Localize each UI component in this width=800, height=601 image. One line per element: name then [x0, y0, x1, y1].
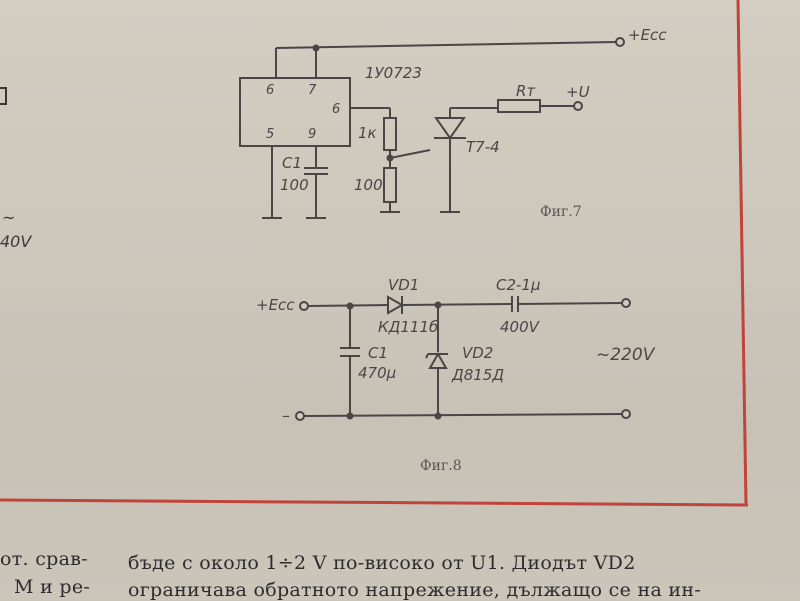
- ic-box: [239, 77, 351, 147]
- vcc-label-fig8: +Ecc: [256, 296, 295, 314]
- c1-name-fig8: C1: [368, 344, 388, 362]
- r1-label: 1к: [358, 124, 377, 142]
- vcc-label-fig7: +Ecc: [628, 26, 667, 44]
- pin-6-top-label: 6: [266, 83, 274, 98]
- pin-6-right-label: 6: [332, 102, 340, 117]
- vd1-label: VD1: [388, 276, 419, 294]
- margin-square-mark: [0, 87, 7, 105]
- vd2-zener: [428, 351, 448, 369]
- vd2-type-label: Д815Д: [451, 366, 504, 384]
- ac-terminal-bottom: [621, 409, 631, 419]
- minus-label: –: [282, 406, 290, 425]
- plus-u-terminal: [573, 101, 583, 111]
- left-column-line-1: от. срав-: [0, 548, 88, 570]
- c1-value-fig8: 470μ: [358, 364, 396, 382]
- right-column-line-1: бъде с около 1÷2 V по-високо от U1. Диод…: [128, 552, 636, 574]
- vd2-label: VD2: [462, 344, 493, 362]
- pin-7-label: 7: [308, 83, 317, 98]
- vd1-type-label: КД111б: [378, 318, 438, 336]
- pin-5-label: 5: [266, 127, 274, 142]
- c1-value-fig7: 100: [280, 176, 309, 194]
- figure-7: [239, 37, 625, 219]
- resistor-rt: [497, 99, 541, 113]
- plus-u-label: +U: [566, 83, 590, 101]
- red-frame-right: [736, 0, 748, 506]
- vd1-diode: [387, 295, 405, 315]
- thyristor-label: T7-4: [466, 138, 500, 156]
- left-margin-fragment-2: 40V: [0, 232, 32, 251]
- c1-name-fig7: C1: [282, 154, 302, 172]
- fig8-caption: Фиг.8: [420, 458, 462, 474]
- c2-label: C2-1μ: [496, 276, 541, 294]
- ac-terminal-top: [621, 298, 631, 308]
- figure-8: [295, 295, 631, 421]
- red-frame-bottom: [0, 498, 749, 507]
- thyristor-symbol: [434, 117, 466, 140]
- mains-voltage-label: ~220V: [596, 345, 656, 365]
- fig7-caption: Фиг.7: [540, 204, 582, 220]
- left-margin-fragment-1: ~: [2, 208, 16, 227]
- vcc-terminal-fig8: [299, 301, 309, 311]
- pin-9-label: 9: [308, 127, 316, 142]
- minus-terminal: [295, 411, 305, 421]
- resistor-1k: [383, 117, 397, 151]
- ic-label: 1У0723: [365, 64, 422, 82]
- left-column-line-2: M и ре-: [14, 576, 91, 598]
- rt-label: Rт: [516, 82, 536, 100]
- r2-label: 100: [354, 176, 383, 194]
- right-column-line-2: ограничава обратното напрежение, дължащо…: [128, 579, 702, 601]
- resistor-100: [383, 167, 397, 203]
- vcc-terminal-fig7: [615, 37, 625, 47]
- c2-voltage-label: 400V: [500, 318, 541, 336]
